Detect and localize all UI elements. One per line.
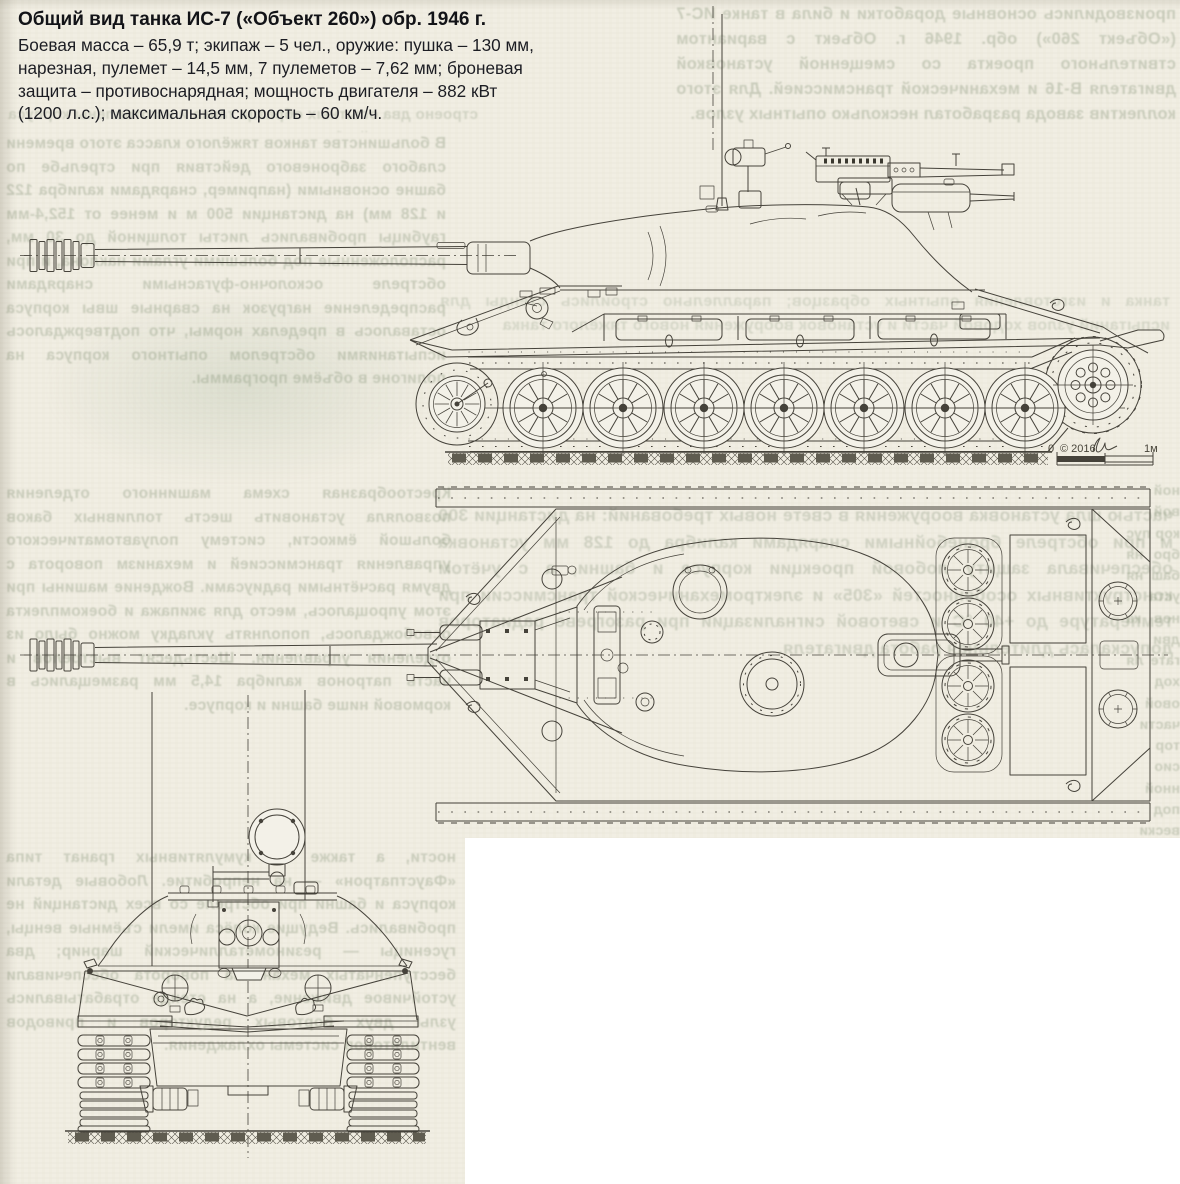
top-view-drawing [20,486,1168,824]
top-turret [576,537,1010,773]
figure-caption: Общий вид танка ИС-7 («Объект 260») обр.… [18,8,542,125]
scale-segment-dark [1057,456,1105,462]
antenna [712,6,729,211]
scale-zero-label: 0 [1048,443,1054,455]
front-tracks [77,1034,420,1133]
top-tracks [435,486,1151,824]
caption-specs: Боевая масса – 65,9 т; экипаж – 5 чел., … [18,35,534,124]
cooling-fan [941,659,995,713]
idler-wheel [428,375,493,433]
side-view-drawing [20,6,1165,465]
aa-machine-gun [805,147,1015,206]
top-hull [427,508,1151,802]
front-ground-hatching [65,1130,430,1144]
fuel-filler-cap [1098,689,1138,729]
searchlight [207,808,306,908]
scale-unit-label: 1м [1144,443,1158,455]
scale-segment-light [1104,455,1154,463]
front-view-drawing [65,690,430,1158]
ground-hatching [445,451,1052,465]
turret-side [466,204,985,298]
scale-bar: 0 © 2016 1м [1048,437,1158,466]
radiator-grille [1009,666,1087,776]
rear-machine-gun [891,178,1015,231]
main-gun-barrel [20,239,520,272]
artist-mark [1092,437,1118,453]
rangefinder-periscope [699,139,791,209]
cooling-fan [941,597,995,651]
drive-sprocket [1053,345,1133,425]
bleed-through-halftone-blob [42,288,442,488]
road-wheels [440,362,1125,454]
fuel-filler-cap [1098,581,1138,621]
radiator-grille [1009,534,1087,644]
tow-hook-ornament [184,997,206,1016]
caption-title: Общий вид танка ИС-7 («Объект 260») обр.… [18,9,487,30]
blank-page-margin [465,838,1180,1184]
tow-hook-ornament [295,997,317,1016]
scale-credit-label: © 2016 [1060,443,1096,455]
cooling-fan [941,543,995,597]
engine-deck [935,534,1087,776]
hull-side [409,285,1165,377]
cooling-fan [941,713,995,767]
bin-handle-accent [930,333,938,347]
